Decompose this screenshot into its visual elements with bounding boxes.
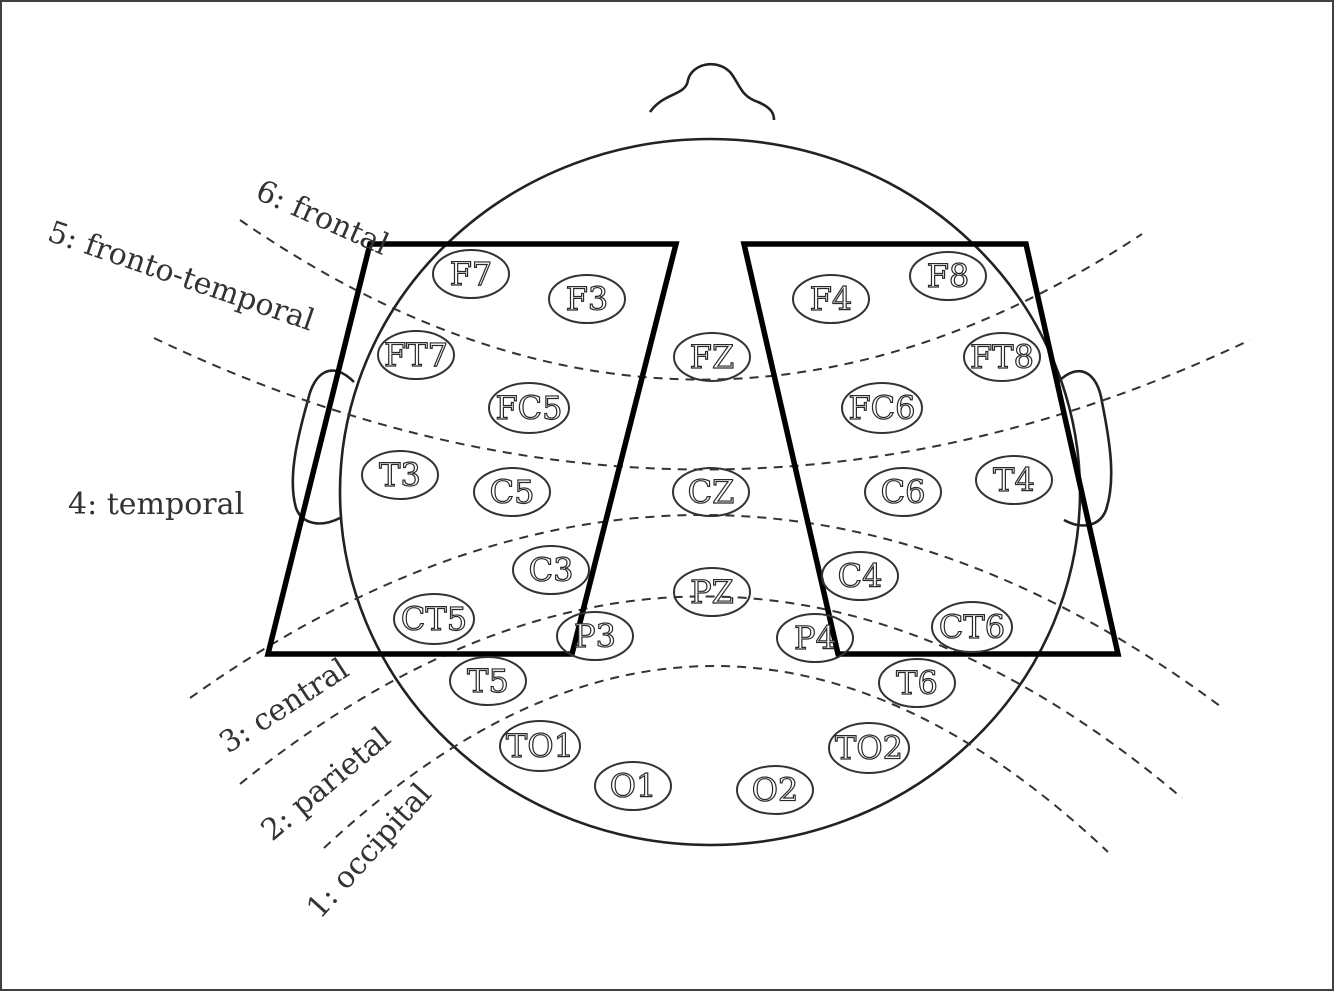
svg-text:P3: P3: [574, 617, 616, 655]
electrode-CT5: CT5: [394, 594, 474, 644]
svg-text:FC6: FC6: [848, 389, 915, 427]
electrode-F7: F7: [433, 250, 509, 298]
electrode-CZ: CZ: [673, 468, 749, 516]
svg-text:FZ: FZ: [690, 338, 734, 376]
boundary-parietal-occipital: [324, 666, 1108, 852]
electrode-FZ: FZ: [674, 333, 750, 381]
svg-text:TO2: TO2: [835, 729, 903, 767]
left-roi-box: [268, 244, 676, 654]
svg-text:FT8: FT8: [970, 338, 1034, 376]
nose-outline: [650, 64, 774, 120]
svg-text:T3: T3: [379, 456, 421, 494]
svg-text:F3: F3: [566, 280, 609, 318]
electrode-O1: O1: [595, 762, 671, 810]
electrode-F4: F4: [793, 275, 869, 323]
svg-text:CZ: CZ: [688, 473, 735, 511]
svg-text:C5: C5: [490, 473, 535, 511]
svg-text:CT6: CT6: [939, 608, 1005, 646]
svg-text:F8: F8: [927, 257, 970, 295]
zone-label-temporal: 4: temporal: [68, 487, 244, 522]
svg-text:F7: F7: [450, 255, 493, 293]
svg-text:T5: T5: [467, 662, 509, 700]
electrode-P4: P4: [777, 614, 853, 662]
svg-text:FT7: FT7: [384, 336, 448, 374]
svg-text:C4: C4: [838, 557, 883, 595]
electrode-PZ: PZ: [674, 568, 750, 616]
electrode-TO1: TO1: [500, 721, 580, 771]
zone-label-fronto-temporal: 5: fronto-temporal: [43, 214, 318, 338]
electrode-P3: P3: [557, 612, 633, 660]
svg-text:C6: C6: [881, 473, 926, 511]
zone-label-frontal: 6: frontal: [251, 173, 394, 262]
svg-text:C3: C3: [529, 551, 574, 589]
electrode-TO2: TO2: [829, 723, 909, 773]
svg-text:CT5: CT5: [401, 600, 467, 638]
right-roi-box: [744, 244, 1118, 654]
electrode-F3: F3: [549, 275, 625, 323]
electrode-C5: C5: [474, 468, 550, 516]
svg-text:T6: T6: [896, 664, 938, 702]
svg-text:O1: O1: [610, 767, 657, 805]
svg-text:PZ: PZ: [690, 573, 734, 611]
electrode-CT6: CT6: [932, 602, 1012, 652]
electrode-FT7: FT7: [378, 331, 454, 379]
svg-text:O2: O2: [752, 771, 799, 809]
electrode-C6: C6: [865, 468, 941, 516]
electrode-T3: T3: [362, 451, 438, 499]
svg-text:T4: T4: [993, 461, 1035, 499]
left-ear-outline: [293, 371, 354, 524]
electrode-T5: T5: [450, 657, 526, 705]
svg-text:TO1: TO1: [506, 727, 574, 765]
electrode-FT8: FT8: [964, 333, 1040, 381]
electrode-C3: C3: [513, 546, 589, 594]
electrode-C4: C4: [822, 552, 898, 600]
boundary-central-parietal: [240, 596, 1182, 798]
electrode-T6: T6: [879, 659, 955, 707]
svg-text:P4: P4: [794, 619, 836, 657]
electrode-FC5: FC5: [489, 383, 569, 433]
electrode-F8: F8: [910, 252, 986, 300]
electrode-FC6: FC6: [842, 383, 922, 433]
electrode-T4: T4: [976, 456, 1052, 504]
svg-text:FC5: FC5: [495, 389, 562, 427]
svg-text:F4: F4: [810, 280, 853, 318]
electrode-O2: O2: [737, 766, 813, 814]
